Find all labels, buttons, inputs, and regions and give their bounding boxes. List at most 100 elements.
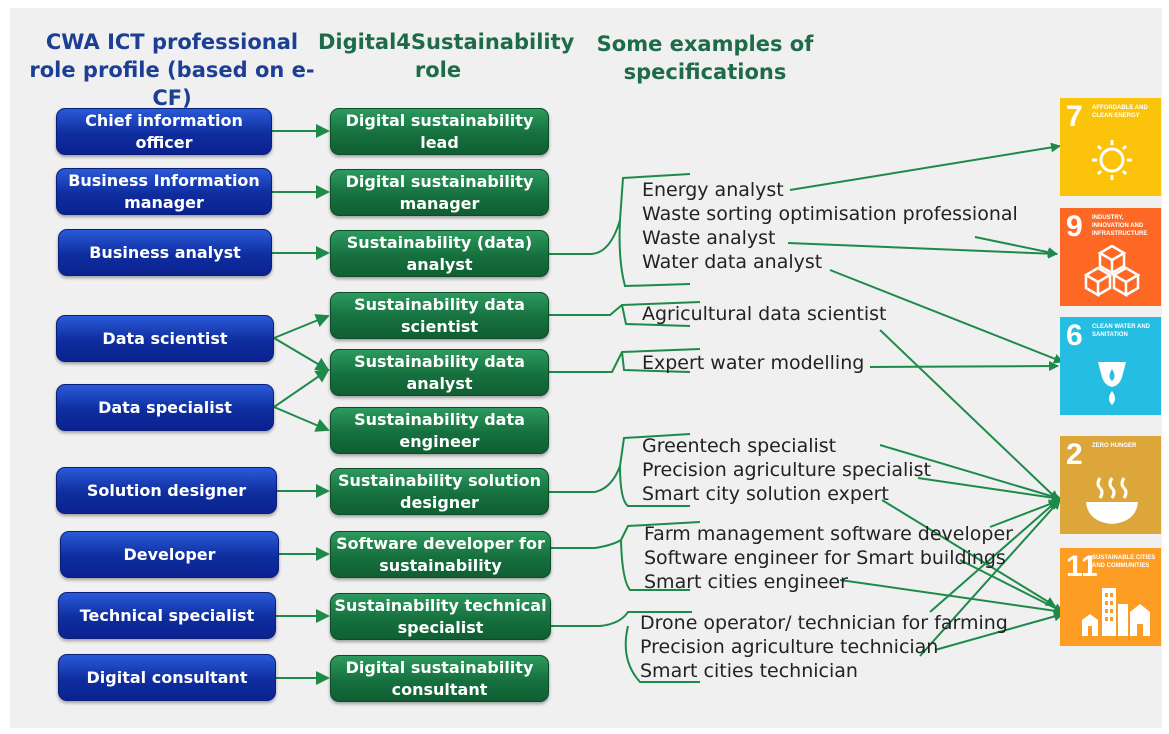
d4s-role-label: Sustainability solution — [337, 470, 541, 490]
spec-farm-management-software-developer: Farm management software developer — [644, 523, 1013, 545]
spec-water-data-analyst: Water data analyst — [642, 251, 823, 273]
d4s-role-label: consultant — [391, 679, 488, 699]
bowl-icon — [1086, 477, 1138, 524]
spec-precision-agriculture-technician: Precision agriculture technician — [640, 636, 939, 658]
spec-group-solution-designer: Greentech specialist Precision agricultu… — [642, 434, 931, 506]
header-specifications: Some examples of specifications — [590, 30, 820, 86]
d4s-role-label: Sustainability (data) — [346, 232, 533, 252]
spec-smart-city-solution-expert: Smart city solution expert — [642, 483, 889, 505]
sdg-number: 2 — [1066, 438, 1083, 471]
d4s-role-label: Sustainability data — [354, 351, 525, 371]
ict-role-label: Data specialist — [98, 397, 232, 417]
sdg-7-tile: 7 Affordable and clean energy — [1060, 98, 1161, 196]
sdg-11-tile: 11 Sustainable cities and communities — [1060, 548, 1161, 646]
d4s-role-label: engineer — [399, 431, 480, 451]
spec-expert-water-modelling: Expert water modelling — [642, 352, 865, 374]
sun-icon — [1092, 140, 1132, 180]
sdg-title: Industry, innovation and infrastructure — [1092, 215, 1148, 237]
spec-waste-sorting-optimisation-professional: Waste sorting optimisation professional — [642, 203, 1018, 225]
d4s-role-label: Sustainability data — [354, 294, 525, 314]
spec-waste-analyst: Waste analyst — [642, 227, 776, 249]
header-spec-line1: Some examples of — [596, 32, 814, 56]
ict-role-label: manager — [124, 192, 204, 212]
spec-group-data-scientist: Agricultural data scientist — [642, 302, 886, 326]
sdg-title: Affordable and clean energy — [1092, 105, 1148, 119]
d4s-role-label: specialist — [397, 617, 484, 637]
spec-software-engineer-smart-buildings: Software engineer for Smart buildings — [644, 547, 1006, 569]
spec-group-technical-specialist: Drone operator/ technician for farming P… — [640, 611, 1008, 683]
d4s-role-label: Sustainability data — [354, 409, 525, 429]
header-spec-line2: specifications — [623, 60, 787, 84]
header-d4s-line2: role — [414, 58, 462, 82]
ict-role-label: Business Information — [68, 170, 260, 190]
d4s-role-label: Digital sustainability — [345, 110, 534, 130]
ict-role-label: Digital consultant — [86, 667, 248, 687]
d4s-role-label: Software developer for — [336, 533, 545, 553]
sdg-9-tile: 9 Industry, innovation and infrastructur… — [1060, 208, 1161, 306]
spec-precision-agriculture-specialist: Precision agriculture specialist — [642, 459, 931, 481]
d4s-role-label: analyst — [406, 373, 473, 393]
ict-role-solution-designer: Solution designer — [56, 467, 277, 514]
spec-smart-cities-engineer: Smart cities engineer — [644, 571, 848, 593]
spec-group-data-analyst: Expert water modelling — [642, 351, 864, 375]
header-ict-role: CWA ICT professional role profile (based… — [22, 28, 322, 112]
d4s-role-label: lead — [420, 132, 459, 152]
city-icon — [1082, 588, 1150, 636]
sdg-number: 6 — [1066, 319, 1083, 352]
d4s-role-label: Sustainability technical — [334, 595, 547, 615]
header-d4s-role: Digital4Sustainability role — [318, 28, 575, 84]
spec-greentech-specialist: Greentech specialist — [642, 435, 837, 457]
sdg-number: 7 — [1066, 100, 1083, 133]
sdg-title: Clean water and sanitation — [1092, 324, 1150, 338]
sdg-number: 11 — [1066, 550, 1098, 583]
ict-role-digital-consultant: Digital consultant — [58, 654, 276, 701]
ict-role-label: Chief information — [85, 110, 243, 130]
d4s-role-label: designer — [400, 492, 479, 512]
sdg-title: Sustainable cities and communities — [1092, 555, 1156, 569]
header-ict-line2: role profile (based on e-CF) — [29, 58, 315, 110]
ict-role-business-analyst: Business analyst — [58, 229, 272, 276]
spec-group-software-developer: Farm management software developer Softw… — [644, 522, 1013, 594]
ict-role-technical-specialist: Technical specialist — [58, 592, 276, 639]
d4s-role-label: Digital sustainability — [345, 657, 534, 677]
spec-smart-cities-technician: Smart cities technician — [640, 660, 858, 682]
spec-agricultural-data-scientist: Agricultural data scientist — [642, 303, 887, 325]
header-ict-line1: CWA ICT professional — [45, 30, 299, 54]
d4s-role-label: manager — [399, 193, 480, 213]
sdg-2-tile: 2 Zero hunger — [1060, 436, 1161, 534]
ict-role-developer: Developer — [60, 531, 279, 578]
ict-role-label: officer — [135, 132, 193, 152]
d4s-role-label: Digital sustainability — [345, 171, 534, 191]
d4s-role-label: scientist — [400, 316, 479, 336]
sdg-6-tile: 6 Clean water and sanitation — [1060, 317, 1161, 415]
ict-role-label: Data scientist — [102, 328, 228, 348]
d4s-role-label: analyst — [406, 254, 473, 274]
header-d4s-line1: Digital4Sustainability — [318, 30, 575, 54]
spec-drone-operator-technician-farming: Drone operator/ technician for farming — [640, 612, 1008, 634]
ict-role-label: Technical specialist — [79, 605, 255, 625]
cubes-icon — [1083, 244, 1141, 298]
ict-role-data-scientist: Data scientist — [56, 315, 274, 362]
sdg-number: 9 — [1066, 210, 1083, 243]
water-drop-icon — [1098, 362, 1126, 405]
ict-role-label: Developer — [123, 544, 216, 564]
spec-group-analysts: Energy analyst Waste sorting optimisatio… — [642, 178, 1018, 274]
spec-energy-analyst: Energy analyst — [642, 179, 784, 201]
d4s-role-label: sustainability — [379, 555, 502, 575]
sdg-title: Zero hunger — [1092, 443, 1137, 449]
d4s-role-sustainability-data-analyst-1: Sustainability (data)analyst — [330, 230, 549, 277]
ict-role-label: Business analyst — [89, 242, 241, 262]
ict-role-label: Solution designer — [86, 480, 247, 500]
